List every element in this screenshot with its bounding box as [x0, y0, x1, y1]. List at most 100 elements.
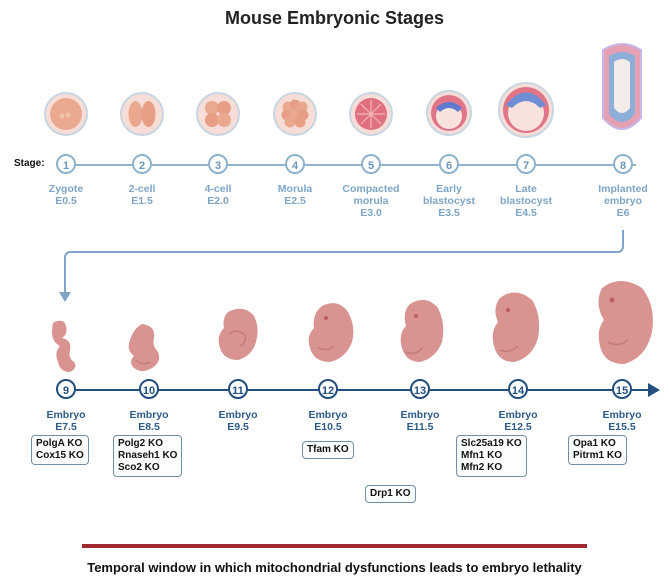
stage-4-day: E2.5	[284, 195, 306, 207]
stage-14-name: Embryo	[498, 409, 538, 421]
stage-1-name: Zygote	[48, 183, 84, 195]
stage-2-day: E1.5	[131, 195, 153, 207]
stage-2-node: 2	[132, 154, 152, 174]
embryo-e10-5-icon	[308, 303, 354, 362]
zygote-cell-icon	[44, 92, 88, 136]
embryo-e11-5-icon	[400, 299, 444, 362]
knockout-box-e12-5: Slc25a19 KO Mfn1 KO Mfn2 KO	[456, 435, 527, 477]
stage-8-node: 8	[613, 154, 633, 174]
embryo-e15-5-icon	[598, 281, 653, 364]
early-stage-timeline	[56, 164, 636, 166]
stage-12-day: E10.5	[314, 421, 342, 433]
timeline-arrowhead-icon	[648, 383, 660, 397]
late-stage-timeline	[62, 389, 650, 391]
embryo-e12-5-icon	[492, 292, 540, 362]
connector-arrow-icon	[59, 230, 624, 302]
knockout-box-e10-5: Tfam KO	[302, 441, 354, 459]
stage-8-name: Implanted embryo	[598, 183, 648, 207]
stage-15-name: Embryo	[602, 409, 642, 421]
stage-3-day: E2.0	[207, 195, 229, 207]
stage-6-day: E3.5	[438, 207, 460, 219]
footer-caption: Temporal window in which mitochondrial d…	[87, 560, 582, 575]
stage-11-day: E9.5	[227, 421, 249, 433]
stage-9-name: Embryo	[46, 409, 86, 421]
implanted-embryo-icon	[602, 43, 642, 130]
knockout-gene: Sco2 KO	[118, 462, 160, 473]
stage-15-day: E15.5	[608, 421, 636, 433]
knockout-gene: Tfam KO	[307, 444, 349, 455]
stage-9-day: E7.5	[55, 421, 77, 433]
stage-2-name: 2-cell	[128, 183, 156, 195]
knockout-gene: Polg2 KO	[118, 438, 164, 449]
early-blastocyst-icon	[426, 90, 472, 136]
stage-13-name: Embryo	[400, 409, 440, 421]
stage-12-name: Embryo	[308, 409, 348, 421]
knockout-gene: Drp1 KO	[370, 488, 411, 499]
morula-icon	[273, 92, 317, 136]
stage-7-day: E4.5	[515, 207, 537, 219]
embryo-e8-5-icon	[128, 324, 160, 371]
stage-7-node: 7	[516, 154, 536, 174]
stage-7-name: Late blastocyst	[500, 183, 552, 207]
stage-3-node: 3	[208, 154, 228, 174]
stage-10-name: Embryo	[129, 409, 169, 421]
stage-10-node: 10	[139, 379, 159, 399]
stage-4-node: 4	[285, 154, 305, 174]
stage-12-node: 12	[318, 379, 338, 399]
stage-3-name: 4-cell	[204, 183, 232, 195]
lethality-window-bar	[82, 544, 587, 548]
stage-13-day: E11.5	[406, 421, 434, 433]
stage-5-day: E3.0	[360, 207, 382, 219]
stage-9-node: 9	[56, 379, 76, 399]
stage-1-day: E0.5	[55, 195, 77, 207]
knockout-box-e7-5: PolgA KO Cox15 KO	[31, 435, 89, 465]
stage-11-node: 11	[228, 379, 248, 399]
two-cell-embryo-icon	[120, 92, 164, 136]
knockout-gene: Mfn1 KO	[461, 450, 503, 461]
stage-row-label: Stage:	[14, 158, 45, 169]
embryo-e9-5-icon	[218, 308, 258, 360]
knockout-gene: Slc25a19 KO	[461, 438, 522, 449]
knockout-box-e8-5: Polg2 KO Rnaseh1 KO Sco2 KO	[113, 435, 183, 477]
stage-6-name: Early blastocyst	[423, 183, 475, 207]
compacted-morula-icon	[349, 92, 393, 136]
knockout-gene: Rnaseh1 KO	[118, 450, 178, 461]
stage-5-node: 5	[361, 154, 381, 174]
knockout-gene: Opa1 KO	[573, 438, 616, 449]
knockout-gene: Mfn2 KO	[461, 462, 503, 473]
stage-14-day: E12.5	[504, 421, 532, 433]
stage-13-node: 13	[410, 379, 430, 399]
embryo-e7-5-icon	[52, 320, 76, 372]
stage-14-node: 14	[508, 379, 528, 399]
stage-10-day: E8.5	[138, 421, 160, 433]
stage-5-name: Compacted morula	[342, 183, 400, 207]
late-blastocyst-icon	[498, 82, 554, 138]
page-title: Mouse Embryonic Stages	[224, 8, 445, 28]
knockout-gene: Cox15 KO	[36, 450, 84, 461]
stage-1-node: 1	[56, 154, 76, 174]
stage-4-name: Morula	[277, 183, 313, 195]
knockout-gene: Pitrm1 KO	[573, 450, 622, 461]
knockout-gene: PolgA KO	[36, 438, 83, 449]
knockout-box-e15-5: Opa1 KO Pitrm1 KO	[568, 435, 627, 465]
four-cell-embryo-icon	[196, 92, 240, 136]
stage-8-day: E6	[616, 207, 630, 219]
stage-15-node: 15	[612, 379, 632, 399]
stage-6-node: 6	[439, 154, 459, 174]
knockout-box-e11-5: Drp1 KO	[365, 485, 416, 503]
stage-11-name: Embryo	[218, 409, 258, 421]
